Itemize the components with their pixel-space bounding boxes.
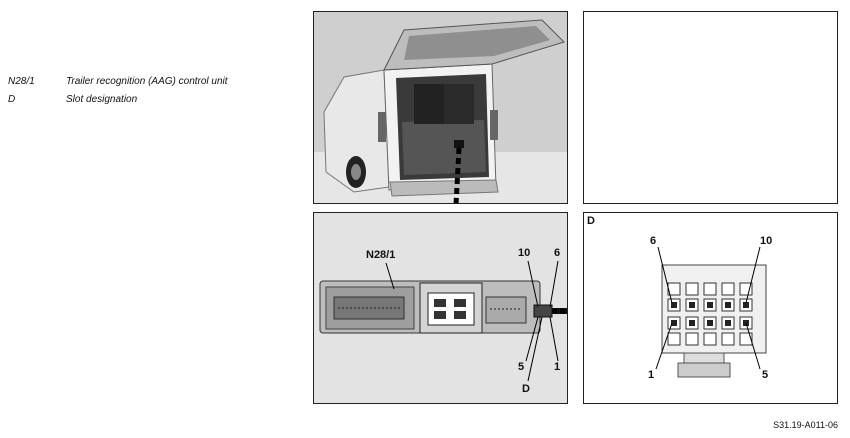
van-illustration — [314, 12, 567, 203]
legend-row: D Slot designation — [8, 90, 228, 108]
legend: N28/1 Trailer recognition (AAG) control … — [8, 72, 228, 108]
pin-5-label: 5 — [762, 369, 769, 381]
pin-1-label: 1 — [648, 369, 655, 381]
pin-6-label: 6 — [650, 235, 657, 247]
panel-title: D — [587, 215, 595, 227]
pin-10-label: 10 — [760, 235, 773, 247]
legend-code: N28/1 — [8, 75, 35, 87]
legend-code: D — [8, 93, 16, 105]
pin-1-label: 1 — [554, 361, 561, 373]
connector-face-illustration — [655, 246, 767, 378]
pin-5-label: 5 — [518, 361, 525, 373]
pin-10-label: 10 — [518, 247, 531, 259]
slot-label: D — [522, 383, 530, 395]
legend-text: Slot designation — [66, 93, 138, 105]
control-unit-detail-panel: N28/1 10 6 5 1 D — [313, 212, 568, 404]
reference-code: S31.19-A011-06 — [773, 420, 838, 430]
pin-6-label: 6 — [554, 247, 561, 259]
vehicle-photo-panel — [313, 11, 568, 204]
unit-label: N28/1 — [366, 249, 396, 261]
blank-panel — [583, 11, 838, 204]
connector-d-panel: D — [583, 212, 838, 404]
legend-text: Trailer recognition (AAG) control unit — [66, 75, 228, 87]
legend-row: N28/1 Trailer recognition (AAG) control … — [8, 72, 228, 90]
control-unit-illustration — [314, 213, 567, 403]
